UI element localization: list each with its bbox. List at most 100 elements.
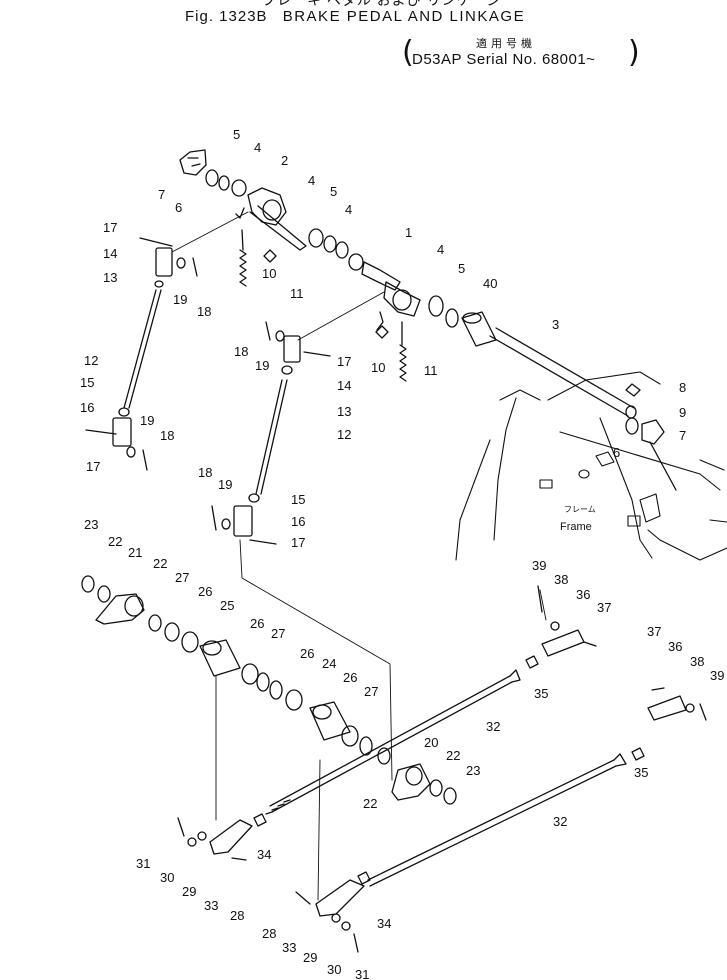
callout-c21: 21 [128, 545, 142, 560]
ring-27-right [359, 736, 373, 756]
callout-labels: 5 4 2 7 6 4 5 4 1 4 5 40 3 17 14 13 19 1… [80, 127, 724, 980]
frame-label: Frame [560, 521, 592, 533]
stop-bolt-10-mid [375, 325, 389, 339]
callout-c18d: 18 [198, 465, 212, 480]
pin-18-lower-left [142, 449, 148, 471]
frame-label-jp: フレーム [564, 505, 596, 514]
pin-18-upper-left [192, 257, 198, 277]
callout-c7b: 7 [679, 428, 686, 443]
washer-30-right [341, 921, 351, 931]
callout-c19a: 19 [173, 292, 187, 307]
nut-13-upper-left [154, 280, 164, 288]
yoke-36-lower [647, 687, 687, 721]
seal-23-right [443, 787, 457, 805]
callout-c30b: 30 [327, 962, 341, 977]
serial-japanese-label: 適用号機 [476, 38, 536, 50]
callout-c18b: 18 [234, 344, 248, 359]
callout-c27c: 27 [364, 684, 378, 699]
bushing-4-mid-b [348, 253, 364, 271]
housing-25 [199, 639, 241, 677]
pedal-lever-1 [361, 261, 421, 331]
bushing-22-right-b [429, 779, 443, 797]
callout-c22b: 22 [153, 556, 167, 571]
yoke-36-upper [541, 629, 597, 657]
callout-c14b: 14 [337, 378, 351, 393]
callout-c20: 20 [424, 735, 438, 750]
callout-c11a: 11 [290, 286, 304, 301]
callout-c36a: 36 [576, 587, 590, 602]
callout-c38b: 38 [690, 654, 704, 669]
japanese-title: ブレーキ ペダル および リンケージ [262, 0, 502, 8]
pin-31-left [177, 817, 185, 837]
pin-39-upper [537, 585, 543, 613]
callout-c35a: 35 [534, 686, 548, 701]
callout-c26c: 26 [300, 646, 314, 661]
washer-19-center-upper [275, 330, 285, 342]
callout-c26d: 26 [343, 670, 357, 685]
callout-c31b: 31 [355, 967, 369, 980]
callout-c30a: 30 [160, 870, 174, 885]
callout-c13a: 13 [103, 270, 117, 285]
callout-c31a: 31 [136, 856, 150, 871]
nut-34-left [253, 813, 267, 827]
housing-24 [309, 701, 351, 741]
callout-c9: 9 [679, 405, 686, 420]
seal-5-mid-b [335, 241, 349, 259]
callout-c4c: 4 [345, 202, 352, 217]
pin-39-lower [699, 703, 707, 721]
rod-32-upper [265, 669, 521, 815]
callout-c40: 40 [483, 276, 497, 291]
callout-c26b: 26 [250, 616, 264, 631]
callout-c39a: 39 [532, 558, 546, 573]
callout-c18a: 18 [197, 304, 211, 319]
pedal-lever-2 [235, 187, 307, 251]
bushing-22-left [97, 585, 111, 603]
lever-20 [391, 763, 431, 801]
lever-33-right [295, 879, 365, 917]
callout-c39b: 39 [710, 668, 724, 683]
callout-c34a: 34 [257, 847, 271, 862]
nut-15-center [248, 493, 260, 503]
callout-c37a: 37 [597, 600, 611, 615]
callout-c17b: 17 [337, 354, 351, 369]
callout-c8: 8 [679, 380, 686, 395]
nut-34-right [357, 871, 371, 885]
callout-c16a: 16 [80, 400, 94, 415]
callout-c27b: 27 [271, 626, 285, 641]
callout-c14a: 14 [103, 246, 117, 261]
callout-c16b: 16 [291, 514, 305, 529]
clevis-16-lower-left [85, 417, 132, 447]
callout-c29b: 29 [303, 950, 317, 965]
figure-number: Fig. 1323B [185, 8, 268, 25]
callout-c25: 25 [220, 598, 234, 613]
washer-38-upper [550, 621, 560, 631]
nut-13-center [281, 365, 293, 375]
spacer-40 [461, 311, 497, 347]
nut-35-lower [631, 747, 645, 761]
nut-35-upper [525, 655, 539, 669]
callout-c10a: 10 [262, 266, 276, 281]
washer-30-left [187, 837, 197, 847]
callout-c18c: 18 [160, 428, 174, 443]
callout-c3: 3 [552, 317, 559, 332]
callout-c7a: 7 [158, 187, 165, 202]
callout-c19d: 19 [218, 477, 232, 492]
ring-27-left [164, 622, 180, 642]
bushing-4-right [428, 295, 444, 317]
callout-c22d: 22 [363, 796, 377, 811]
clevis-14-upper-left [139, 237, 173, 277]
callout-c17d: 17 [291, 535, 305, 550]
figure-name: BRAKE PEDAL AND LINKAGE [282, 8, 526, 25]
ring-27-mid-a [256, 672, 270, 692]
callout-c22a: 22 [108, 534, 122, 549]
callout-c36b: 36 [668, 639, 682, 654]
bushing-4-upper [231, 179, 247, 197]
bearing-26-right [341, 725, 359, 747]
bushing-22-mid [148, 614, 162, 632]
callout-c28b: 28 [262, 926, 276, 941]
paren-left: ( [402, 35, 414, 70]
clevis-16-center [233, 505, 277, 545]
callout-c4b: 4 [308, 173, 315, 188]
